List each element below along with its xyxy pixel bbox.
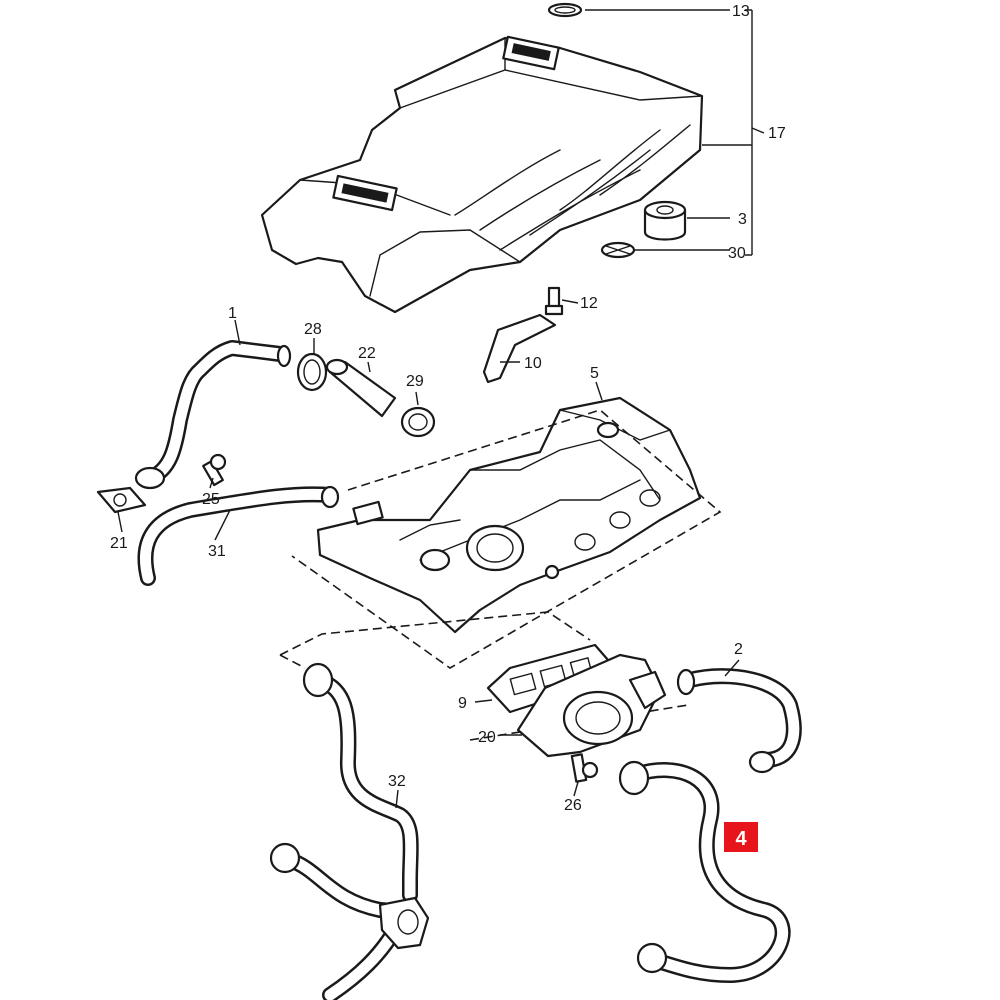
callout-29: 29 [406, 373, 424, 390]
clip-30 [600, 241, 636, 259]
callout-28: 28 [304, 321, 322, 338]
highlight-box [724, 822, 758, 852]
breather-pipe-1 [134, 340, 292, 490]
callout-1: 1 [228, 305, 237, 322]
o-ring-13 [547, 2, 583, 18]
hose-32 [269, 662, 430, 1000]
callout-17: 17 [768, 125, 786, 142]
callout-numbers: 13 17 3 30 12 10 1 28 22 29 5 25 21 31 2… [110, 3, 786, 814]
hose-2 [676, 668, 802, 774]
bolt-26 [570, 753, 599, 783]
callout-2: 2 [734, 641, 743, 658]
callout-12: 12 [580, 295, 598, 312]
hose-clamp-29 [400, 406, 436, 438]
bolt-25 [202, 453, 227, 487]
highlight-callout-4: 4 [724, 822, 758, 852]
callout-26: 26 [564, 797, 582, 814]
callout-3: 3 [738, 211, 747, 228]
valve-housing-20 [516, 653, 667, 758]
gasket-21 [96, 486, 147, 514]
breather-hose-31 [137, 485, 340, 586]
callout-10: 10 [524, 355, 542, 372]
callout-21: 21 [110, 535, 128, 552]
hose-22 [325, 358, 397, 418]
engine-cover [260, 35, 704, 314]
callout-20: 20 [478, 729, 496, 746]
callout-22: 22 [358, 345, 376, 362]
callout-32: 32 [388, 773, 406, 790]
hose-clamp-28 [296, 352, 328, 392]
callout-9: 9 [458, 695, 467, 712]
bolt-12 [544, 286, 564, 316]
bracket-10 [482, 313, 557, 384]
callout-4: 4 [735, 828, 747, 850]
callout-13: 13 [732, 3, 750, 20]
callout-25: 25 [202, 491, 220, 508]
hose-4 [618, 760, 791, 983]
rubber-grommet-3 [643, 200, 687, 241]
callout-5: 5 [590, 365, 599, 382]
callout-31: 31 [208, 543, 226, 560]
callout-30: 30 [728, 245, 746, 262]
cylinder-head-cover-5 [316, 396, 702, 634]
leader-lines [117, 9, 765, 809]
